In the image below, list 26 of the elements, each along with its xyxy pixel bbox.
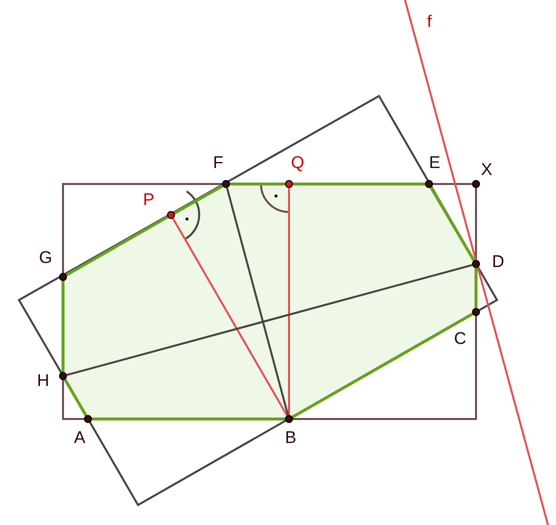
point-label: G (39, 247, 52, 269)
line-segment (292, 312, 474, 418)
point-label: C (454, 328, 466, 350)
line-segment (226, 188, 289, 416)
line-segment (66, 264, 472, 376)
line-segment (474, 268, 478, 308)
point-label: Q (291, 152, 304, 174)
point-label: A (74, 427, 86, 449)
line-segment (62, 281, 64, 372)
point-label: E (429, 152, 440, 174)
line-segment (174, 184, 224, 214)
point-label: F (213, 152, 224, 174)
line-segment (92, 418, 285, 420)
line-segment (66, 216, 168, 276)
point-label: H (37, 370, 50, 392)
line-segment (430, 186, 476, 262)
point-label: B (285, 427, 296, 449)
point-label: D (492, 251, 504, 273)
line-segment (64, 378, 88, 416)
line-segment (293, 182, 425, 186)
line-segment (288, 188, 290, 415)
point-label: P (143, 189, 154, 211)
line-segment (172, 218, 288, 416)
line-segment (230, 182, 285, 186)
line-label: f (427, 11, 432, 33)
point-label: X (481, 159, 492, 181)
